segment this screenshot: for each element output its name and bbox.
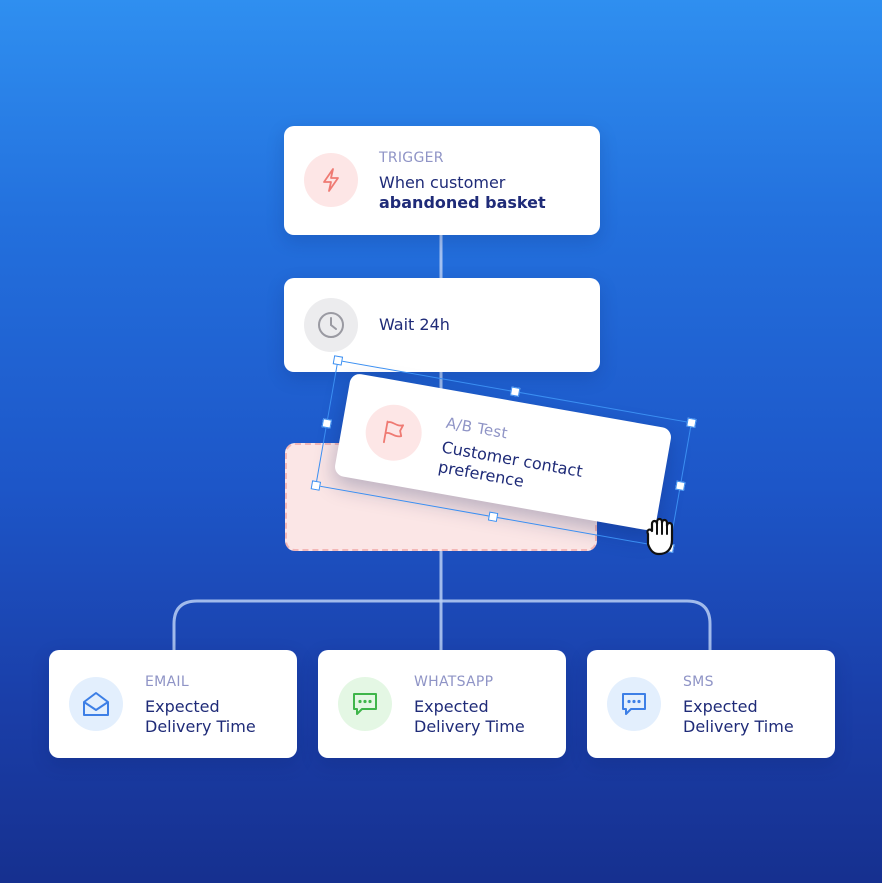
chat-bubble-icon — [607, 677, 661, 731]
resize-handle-bm[interactable] — [487, 511, 499, 522]
trigger-line2: abandoned basket — [379, 193, 546, 212]
wait-card[interactable]: Wait 24h — [284, 278, 600, 372]
email-line1: Expected — [145, 697, 220, 716]
resize-handle-mr[interactable] — [675, 480, 686, 492]
lightning-icon — [304, 153, 358, 207]
wait-text: Wait 24h — [379, 315, 450, 334]
chat-bubble-icon — [338, 677, 392, 731]
trigger-label: TRIGGER — [379, 150, 444, 166]
ab-test-card[interactable]: A/B Test Customer contact preference — [333, 372, 673, 532]
resize-handle-ml[interactable] — [321, 418, 332, 429]
grab-cursor-icon — [640, 512, 688, 562]
email-line2: Delivery Time — [145, 717, 256, 736]
clock-icon — [304, 298, 358, 352]
whatsapp-label: WHATSAPP — [414, 674, 494, 690]
flag-icon — [361, 400, 427, 466]
sms-line2: Delivery Time — [683, 717, 794, 736]
resize-handle-tr[interactable] — [686, 417, 697, 428]
envelope-icon — [69, 677, 123, 731]
sms-line1: Expected — [683, 697, 758, 716]
resize-handle-tm[interactable] — [509, 386, 521, 397]
trigger-line1: When customer — [379, 173, 506, 192]
resize-handle-tl[interactable] — [332, 355, 344, 366]
sms-card[interactable]: SMS Expected Delivery Time — [587, 650, 835, 758]
ab-test-dragged-group[interactable]: A/B Test Customer contact preference — [310, 355, 697, 554]
sms-label: SMS — [683, 674, 714, 690]
trigger-card[interactable]: TRIGGER When customer abandoned basket — [284, 126, 600, 235]
email-label: EMAIL — [145, 674, 189, 690]
whatsapp-line2: Delivery Time — [414, 717, 525, 736]
whatsapp-line1: Expected — [414, 697, 489, 716]
resize-handle-bl[interactable] — [310, 480, 322, 491]
email-card[interactable]: EMAIL Expected Delivery Time — [49, 650, 297, 758]
whatsapp-card[interactable]: WHATSAPP Expected Delivery Time — [318, 650, 566, 758]
